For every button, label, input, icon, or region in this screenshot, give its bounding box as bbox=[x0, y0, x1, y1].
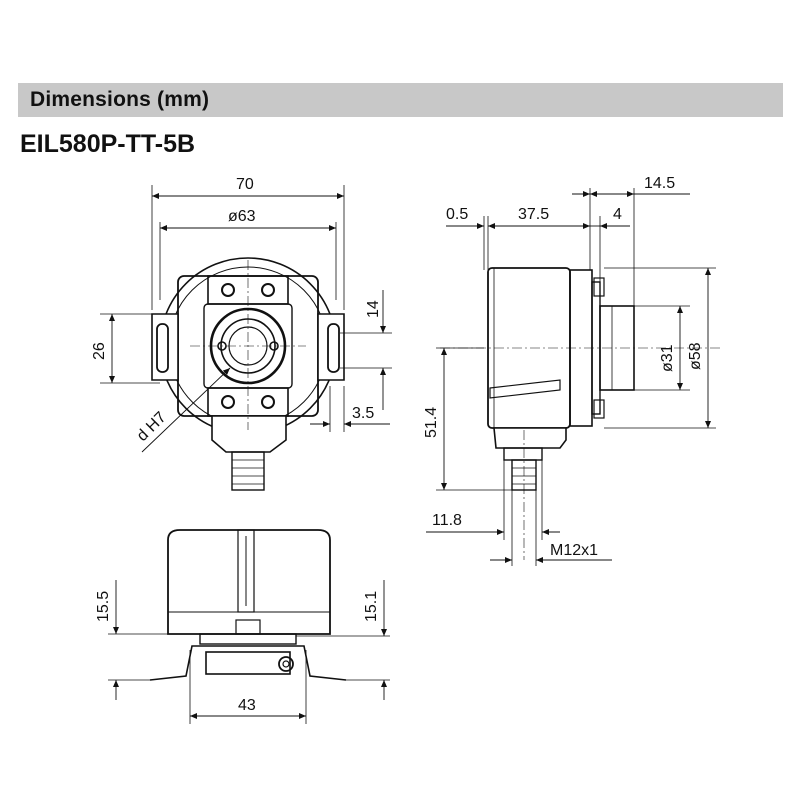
section-header-bar: Dimensions (mm) bbox=[18, 83, 783, 117]
dim-base-width: 43 bbox=[238, 697, 256, 714]
dim-connector-thread: M12x1 bbox=[550, 542, 598, 559]
dim-height-right: 15.1 bbox=[363, 591, 380, 622]
dim-hole-bore: d H7 bbox=[134, 409, 170, 445]
dim-height-left: 15.5 bbox=[95, 591, 112, 622]
dim-slot-spacing: 26 bbox=[91, 342, 108, 360]
side-view bbox=[426, 188, 720, 566]
dim-shaft-diameter: ø31 bbox=[659, 344, 676, 372]
dim-connector-height: 51.4 bbox=[423, 407, 440, 438]
dim-gap: 0.5 bbox=[446, 206, 468, 223]
front-view bbox=[100, 185, 392, 491]
dim-tab-offset: 3.5 bbox=[352, 405, 374, 422]
dim-flange-thickness: 4 bbox=[613, 206, 622, 223]
dim-flange-diameter: ø63 bbox=[228, 208, 256, 225]
dim-width-overall: 70 bbox=[236, 176, 254, 193]
dim-body-diameter: ø58 bbox=[687, 342, 704, 370]
section-title: Dimensions (mm) bbox=[30, 88, 210, 111]
model-number: EIL580P-TT-5B bbox=[20, 130, 196, 158]
dim-slot-height: 14 bbox=[365, 300, 382, 318]
bottom-view bbox=[108, 529, 390, 724]
dim-body-length: 37.5 bbox=[518, 206, 549, 223]
dim-overall-depth: 14.5 bbox=[644, 175, 675, 192]
dim-connector-offset: 11.8 bbox=[432, 512, 462, 529]
